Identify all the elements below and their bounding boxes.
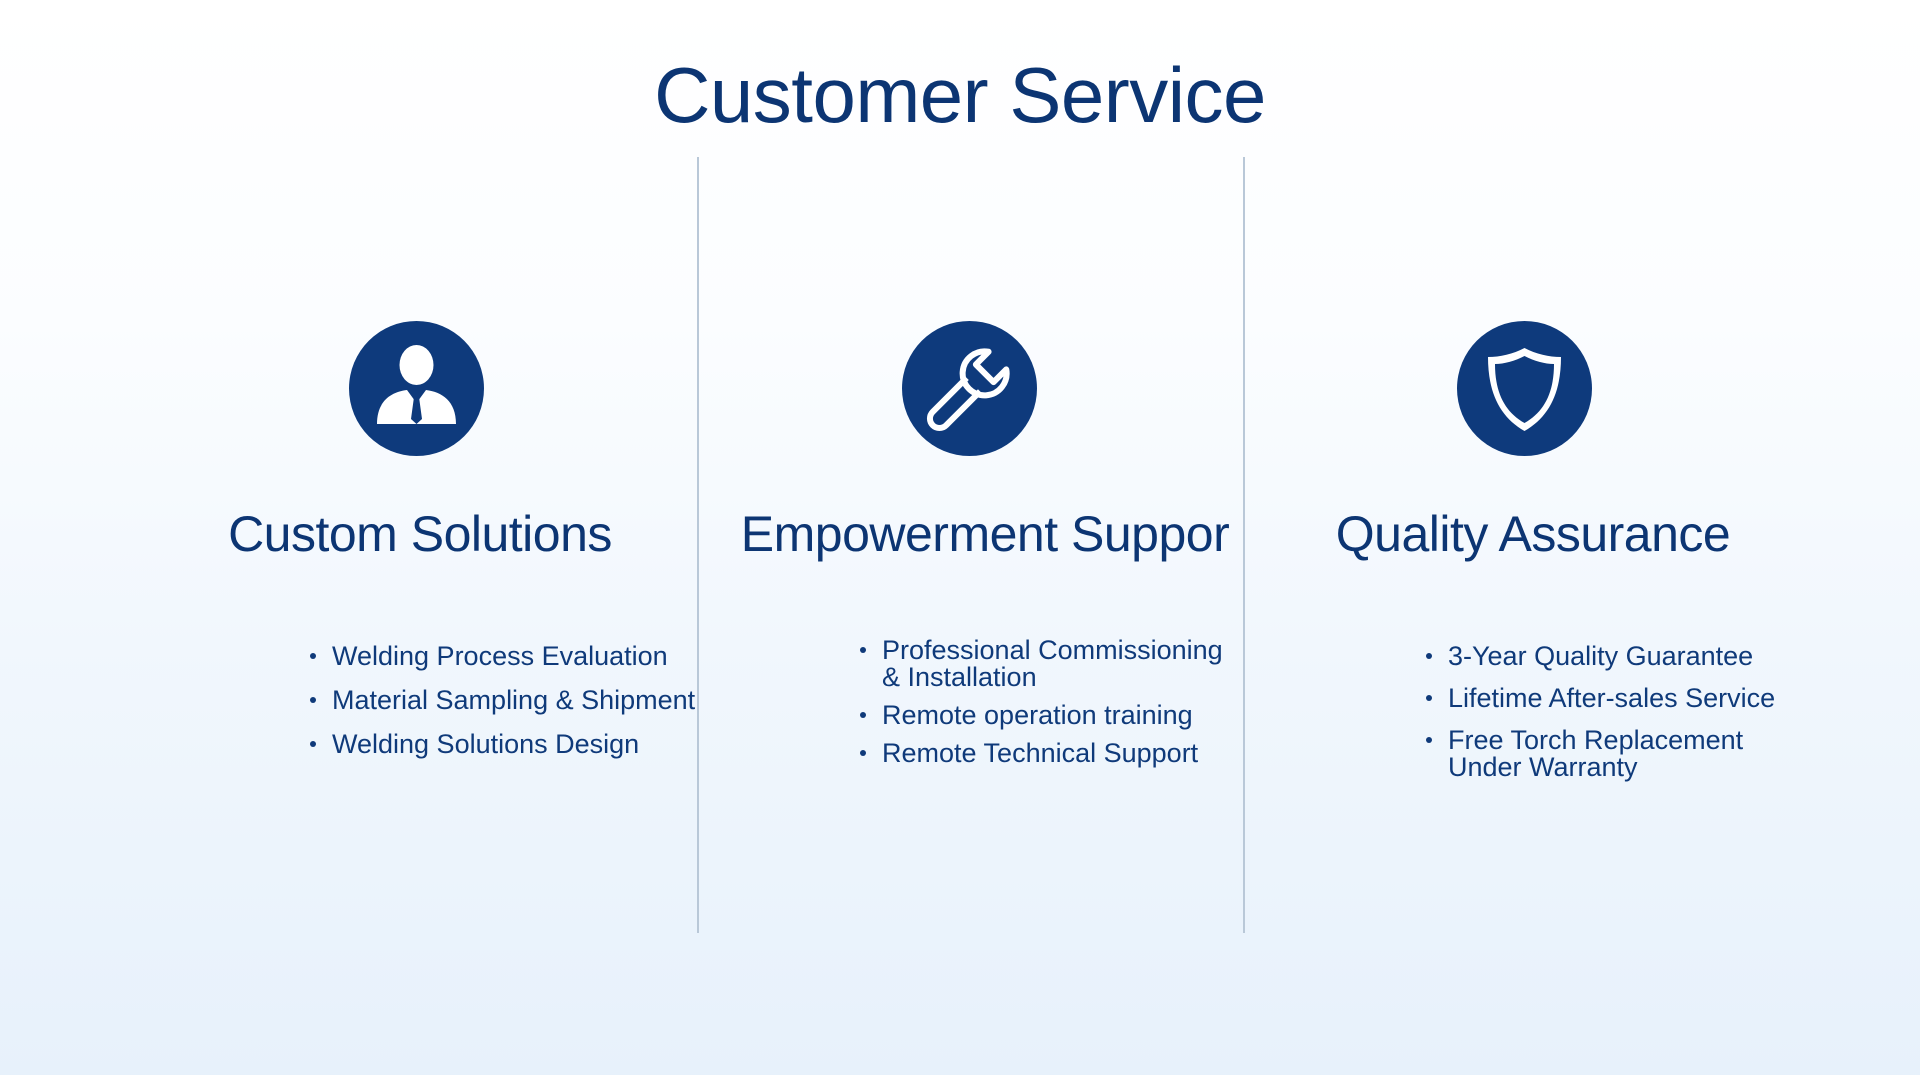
list-item: Professional Commissioning & Installatio…: [860, 637, 1223, 691]
page-title: Customer Service: [654, 51, 1266, 139]
list-item: Remote Technical Support: [860, 740, 1223, 767]
custom-solutions-list: Welding Process Evaluation Material Samp…: [310, 643, 695, 775]
list-item: Welding Process Evaluation: [310, 643, 695, 670]
shield-icon: [1457, 321, 1592, 456]
businessman-icon: [349, 321, 484, 456]
empowerment-support-title: Empowerment Suppor: [740, 506, 1230, 562]
list-item: Free Torch Replacement Under Warranty: [1426, 727, 1775, 781]
quality-assurance-title: Quality Assurance: [1335, 506, 1731, 562]
list-item: Remote operation training: [860, 702, 1223, 729]
column-divider-left: [697, 157, 699, 933]
list-item: Lifetime After-sales Service: [1426, 685, 1775, 712]
empowerment-support-list: Professional Commissioning & Installatio…: [860, 637, 1223, 778]
list-item: 3-Year Quality Guarantee: [1426, 643, 1775, 670]
list-item-line: Free Torch Replacement: [1448, 725, 1744, 755]
list-item-line: Under Warranty: [1448, 752, 1638, 782]
wrench-icon: [902, 321, 1037, 456]
list-item: Material Sampling & Shipment: [310, 687, 695, 714]
list-item-line: & Installation: [882, 662, 1037, 692]
custom-solutions-title: Custom Solutions: [228, 506, 612, 562]
list-item: Welding Solutions Design: [310, 731, 695, 758]
column-divider-right: [1243, 157, 1245, 933]
quality-assurance-list: 3-Year Quality Guarantee Lifetime After-…: [1426, 643, 1775, 796]
list-item-line: Professional Commissioning: [882, 635, 1223, 665]
